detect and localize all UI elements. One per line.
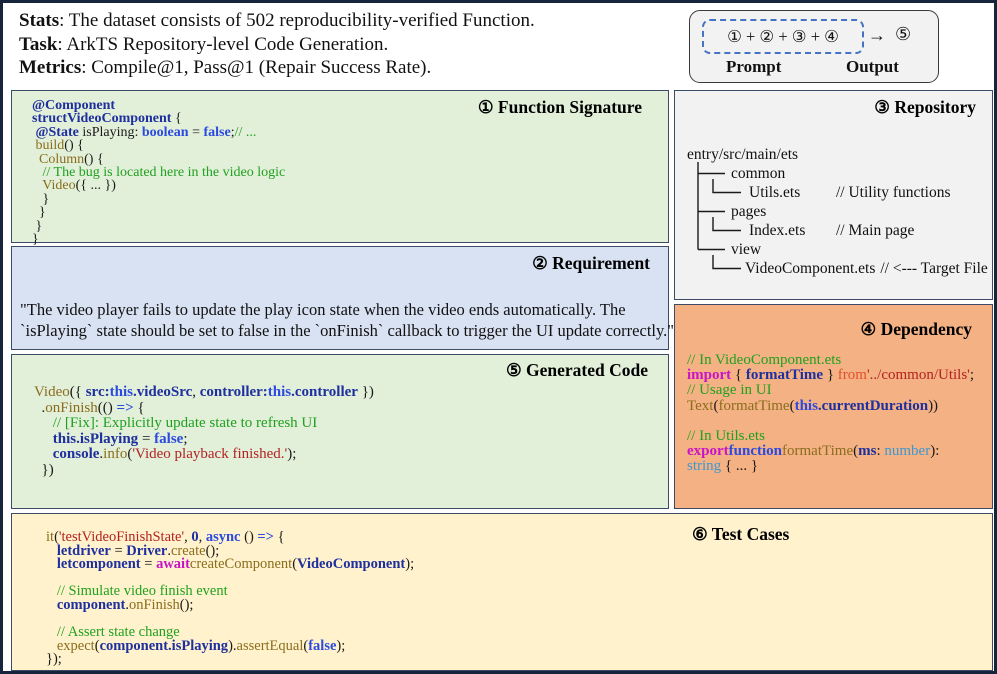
prompt-output-formula-box: ① + ② + ③ + ④ → ⑤ Prompt Output bbox=[689, 10, 939, 83]
repository-panel: ③ Repository entry/src/main/ets common U… bbox=[674, 90, 993, 300]
file-name: VideoComponent.ets bbox=[745, 260, 876, 277]
dependency-title: ④ Dependency bbox=[860, 319, 972, 339]
folder-name: pages bbox=[731, 203, 767, 220]
stats-line: Stats: The dataset consists of 502 repro… bbox=[19, 9, 535, 33]
task-text: : ArkTS Repository-level Code Generation… bbox=[57, 33, 389, 55]
metrics-label: Metrics bbox=[19, 57, 82, 78]
tree-file: Index.ets // Main page bbox=[685, 221, 985, 240]
tree-folder: pages bbox=[685, 202, 985, 221]
test-cases-title: ⑥ Test Cases bbox=[692, 524, 790, 544]
stats-text: : The dataset consists of 502 reproducib… bbox=[59, 10, 535, 31]
test-cases-code: it('testVideoFinishState', 0, async () =… bbox=[46, 529, 415, 668]
dataset-summary: Stats: The dataset consists of 502 repro… bbox=[19, 9, 535, 80]
folder-name: view bbox=[731, 241, 762, 258]
stats-label: Stats bbox=[19, 10, 60, 31]
requirement-line: `isPlaying` state should be set to false… bbox=[20, 321, 675, 340]
file-name: Index.ets bbox=[749, 222, 806, 239]
file-comment: // <--- Target File bbox=[880, 260, 988, 277]
prompt-label: Prompt bbox=[726, 57, 782, 76]
metrics-text: : Compile@1, Pass@1 (Repair Success Rate… bbox=[81, 57, 432, 78]
prompt-components-group: ① + ② + ③ + ④ bbox=[702, 19, 864, 54]
metrics-line: Metrics: Compile@1, Pass@1 (Repair Succe… bbox=[19, 56, 535, 80]
folder-name: common bbox=[731, 165, 786, 182]
generated-code-code: Video({ src:this.videoSrc, controller:th… bbox=[34, 384, 374, 478]
requirement-title: ② Requirement bbox=[532, 253, 650, 273]
output-label: Output bbox=[846, 57, 899, 76]
requirement-text: "The video player fails to update the pl… bbox=[20, 299, 675, 341]
task-label: Task bbox=[19, 33, 58, 55]
file-comment: // Utility functions bbox=[836, 184, 951, 201]
tree-folder: common bbox=[685, 164, 985, 183]
file-comment: // Main page bbox=[836, 222, 915, 239]
arrow-right-icon: → bbox=[868, 25, 886, 45]
tree-root-path: entry/src/main/ets bbox=[687, 146, 799, 163]
file-name: Utils.ets bbox=[749, 184, 801, 201]
tree-folder: view bbox=[685, 240, 985, 259]
repository-tree: entry/src/main/ets common Utils.ets // Ut… bbox=[685, 145, 988, 278]
tree-file-target: VideoComponent.ets// <--- Target File bbox=[685, 259, 988, 278]
output-component-number: ⑤ bbox=[895, 24, 912, 44]
task-line: Task: ArkTS Repository-level Code Genera… bbox=[19, 33, 535, 57]
generated-code-panel: ⑤ Generated Code Video({ src:this.videoS… bbox=[11, 354, 669, 509]
tree-file: Utils.ets // Utility functions bbox=[685, 183, 985, 202]
requirement-line: "The video player fails to update the pl… bbox=[20, 300, 626, 319]
repository-title: ③ Repository bbox=[874, 97, 976, 117]
function-signature-title: ① Function Signature bbox=[477, 97, 642, 117]
requirement-panel: ② Requirement "The video player fails to… bbox=[11, 246, 675, 350]
generated-code-title: ⑤ Generated Code bbox=[505, 360, 648, 380]
test-cases-panel: ⑥ Test Cases it('testVideoFinishState', … bbox=[11, 513, 993, 671]
